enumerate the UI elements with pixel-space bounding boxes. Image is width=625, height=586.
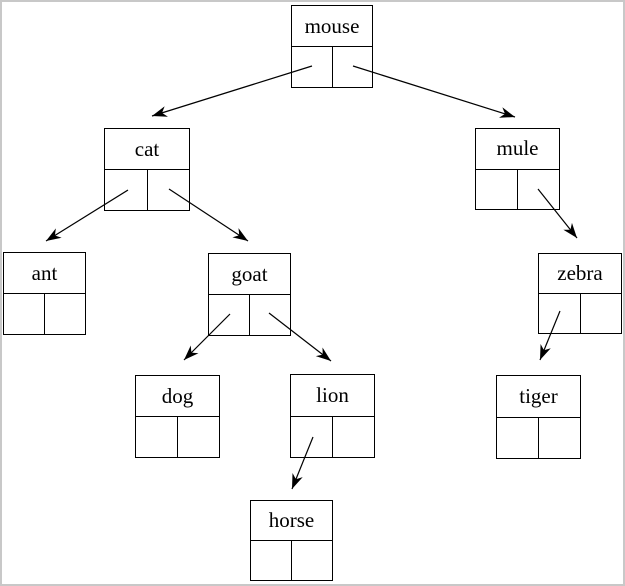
- tree-node-zebra: zebra: [538, 253, 622, 334]
- tree-node-goat: goat: [208, 253, 291, 336]
- node-label-horse: horse: [251, 501, 332, 541]
- edge-mouse-right-to-mule: [352, 65, 516, 118]
- left-pointer-cell-goat: [209, 295, 250, 335]
- left-pointer-cell-mouse: [292, 47, 333, 87]
- left-pointer-cell-dog: [136, 417, 178, 457]
- tree-node-mouse: mouse: [291, 5, 373, 88]
- right-pointer-cell-zebra: [581, 294, 622, 333]
- left-pointer-cell-zebra: [539, 294, 581, 333]
- tree-node-horse: horse: [250, 500, 333, 581]
- left-pointer-cell-horse: [251, 541, 292, 580]
- right-pointer-cell-mouse: [333, 47, 373, 87]
- left-pointer-cell-cat: [105, 170, 148, 210]
- left-pointer-cell-mule: [476, 169, 518, 209]
- pointer-row-cat: [105, 170, 189, 210]
- node-label-cat: cat: [105, 129, 189, 170]
- right-pointer-cell-ant: [45, 294, 85, 334]
- tree-node-cat: cat: [104, 128, 190, 211]
- node-label-ant: ant: [4, 253, 85, 294]
- node-label-zebra: zebra: [539, 254, 621, 294]
- pointer-row-mouse: [292, 47, 372, 87]
- pointer-row-goat: [209, 295, 290, 335]
- pointer-row-ant: [4, 294, 85, 334]
- left-pointer-cell-lion: [291, 416, 333, 457]
- right-pointer-cell-cat: [148, 170, 190, 210]
- right-pointer-cell-goat: [250, 295, 290, 335]
- node-label-mouse: mouse: [292, 6, 372, 47]
- right-pointer-cell-tiger: [539, 418, 580, 459]
- right-pointer-cell-dog: [178, 417, 219, 457]
- node-label-tiger: tiger: [497, 376, 580, 418]
- node-label-mule: mule: [476, 129, 559, 170]
- right-pointer-cell-lion: [333, 417, 374, 458]
- tree-node-ant: ant: [3, 252, 86, 335]
- pointer-row-zebra: [539, 294, 621, 333]
- pointer-row-lion: [291, 416, 374, 458]
- right-pointer-cell-mule: [518, 170, 559, 210]
- tree-node-mule: mule: [475, 128, 560, 210]
- left-pointer-cell-tiger: [497, 417, 539, 458]
- node-label-lion: lion: [291, 375, 374, 417]
- right-pointer-cell-horse: [292, 541, 332, 580]
- pointer-row-mule: [476, 169, 559, 210]
- tree-node-dog: dog: [135, 375, 220, 458]
- node-label-dog: dog: [136, 376, 219, 417]
- edge-mouse-left-to-cat: [151, 65, 313, 117]
- left-pointer-cell-ant: [4, 294, 45, 334]
- tree-node-tiger: tiger: [496, 375, 581, 459]
- tree-node-lion: lion: [290, 374, 375, 458]
- node-label-goat: goat: [209, 254, 290, 295]
- pointer-row-horse: [251, 541, 332, 580]
- pointer-row-tiger: [497, 417, 580, 459]
- pointer-row-dog: [136, 417, 219, 457]
